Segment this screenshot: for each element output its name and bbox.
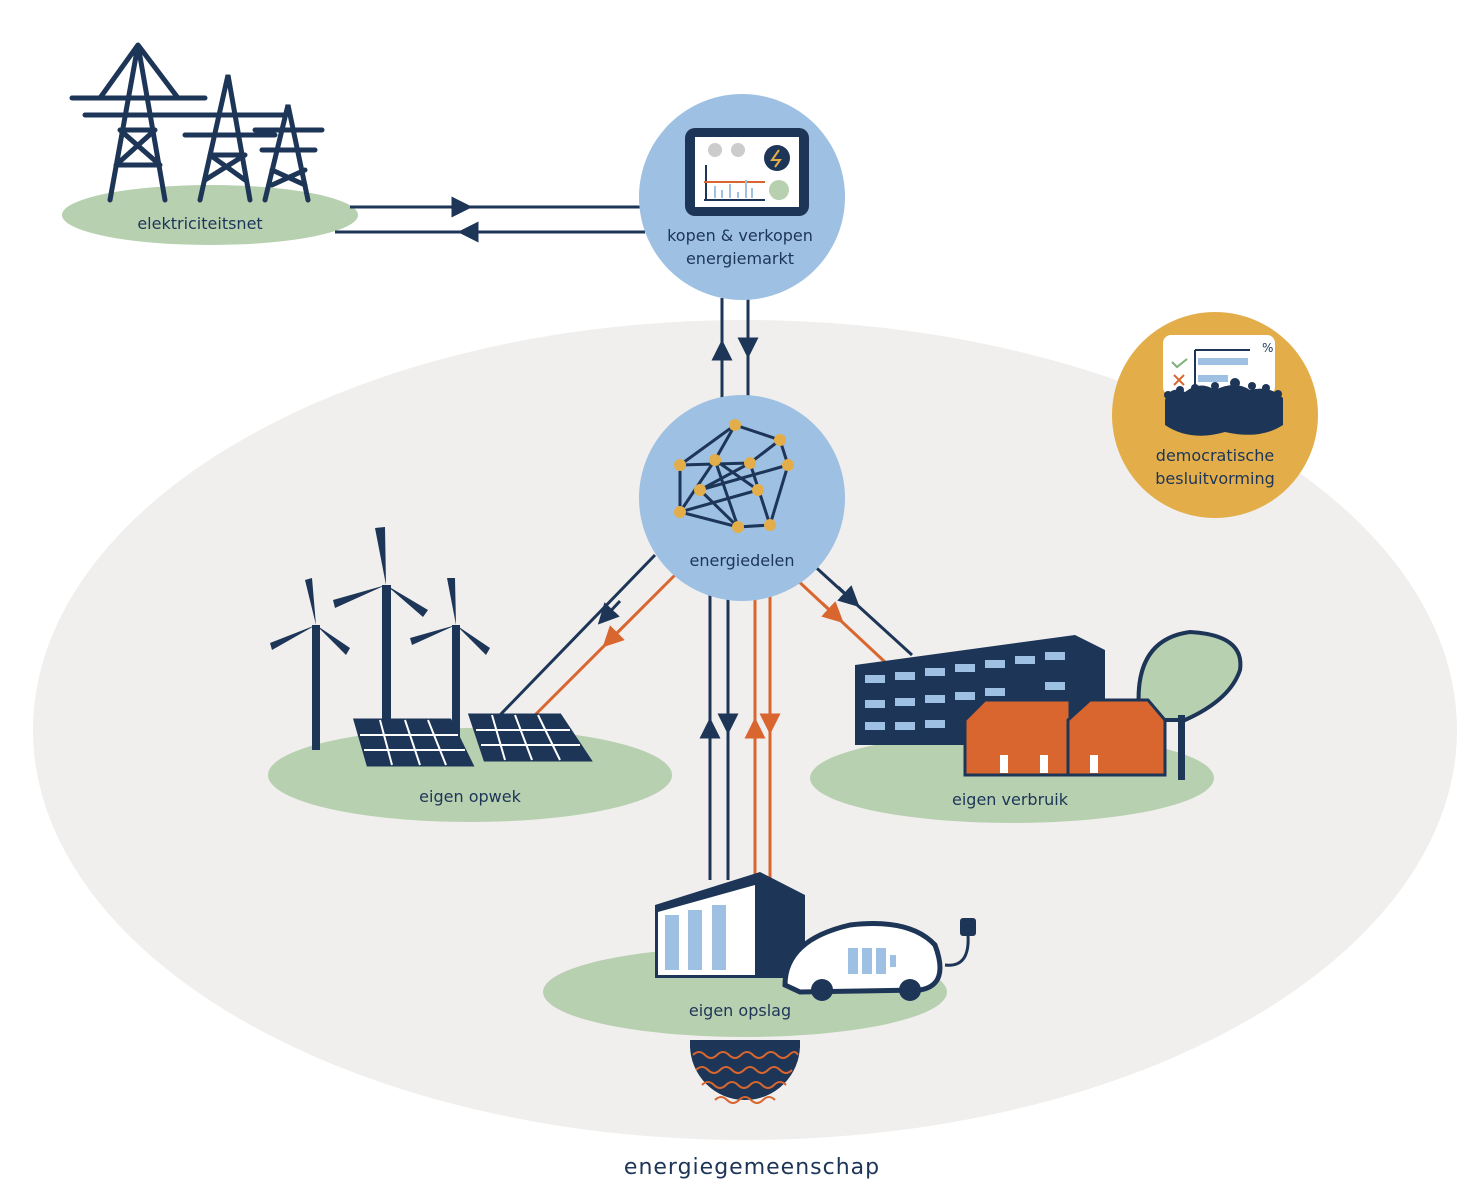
battery-car-icon xyxy=(655,872,976,1001)
community-label: energiegemeenschap xyxy=(624,1155,880,1180)
power-pylon-icon xyxy=(69,42,325,203)
market-node: kopen & verkopen energiemarkt xyxy=(639,94,845,300)
percent-icon: % xyxy=(1262,341,1273,355)
sharing-flow-lines xyxy=(498,553,914,880)
market-label-line2: energiemarkt xyxy=(686,249,794,268)
storage-label: eigen opslag xyxy=(689,1001,791,1020)
sharing-label: energiedelen xyxy=(690,551,795,570)
consumption-label: eigen verbruik xyxy=(952,790,1069,809)
generation-node: eigen opwek xyxy=(268,527,672,822)
storage-node: eigen opslag xyxy=(543,872,976,1037)
network-icon xyxy=(674,419,794,533)
democracy-label-line1: democratische xyxy=(1156,446,1274,465)
grid-node: elektriciteitsnet xyxy=(62,42,358,245)
dashboard-screen-icon xyxy=(685,128,809,216)
market-label-line1: kopen & verkopen xyxy=(667,226,813,245)
wind-solar-icon xyxy=(270,527,593,767)
generation-label: eigen opwek xyxy=(419,787,521,806)
sharing-node: energiedelen xyxy=(639,395,845,601)
grid-label: elektriciteitsnet xyxy=(137,214,262,233)
grid-market-arrows xyxy=(335,196,645,243)
market-sharing-arrows xyxy=(711,298,759,400)
crowd-vote-icon: % xyxy=(1163,335,1283,436)
geothermal-storage-icon xyxy=(690,1040,800,1104)
democracy-node: % democratische besluitvorming xyxy=(1112,312,1318,518)
democracy-label-line2: besluitvorming xyxy=(1155,469,1275,488)
consumption-node: eigen verbruik xyxy=(810,629,1243,823)
buildings-icon xyxy=(855,629,1243,780)
